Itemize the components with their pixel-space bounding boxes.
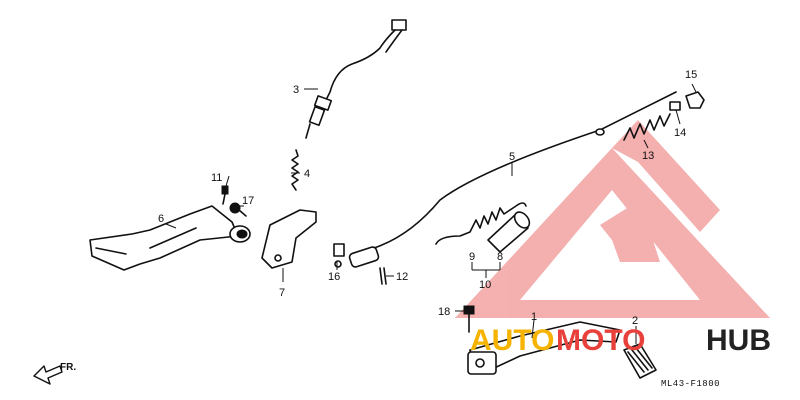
drawing-code: ML43-F1800 — [661, 379, 720, 389]
callout-10: 10 — [479, 279, 491, 291]
callouts: 1 2 3 4 5 6 7 8 9 10 11 12 13 14 15 16 1… — [158, 69, 697, 327]
callout-5: 5 — [509, 151, 515, 163]
callout-17: 17 — [242, 195, 254, 207]
part-18-bolt — [463, 305, 475, 333]
callout-16: 16 — [328, 271, 340, 283]
callout-8: 8 — [497, 251, 503, 263]
part-1-gearshift-lever — [467, 321, 621, 375]
part-16-joint — [333, 243, 380, 268]
watermark-text: AUTO MOTO HUB — [470, 324, 771, 357]
part-12-cotter-pin — [379, 267, 387, 285]
front-direction-label: FR. — [60, 362, 76, 373]
callout-7: 7 — [279, 287, 285, 299]
part-8-sleeve — [487, 211, 531, 253]
part-11-bolt — [221, 185, 229, 205]
callout-6: 6 — [158, 213, 164, 225]
part-4-spring — [291, 149, 299, 191]
callout-11: 11 — [211, 172, 222, 184]
callout-13: 13 — [642, 150, 654, 162]
part-7-bracket — [261, 209, 317, 269]
callout-12: 12 — [396, 271, 408, 283]
callout-15: 15 — [685, 69, 697, 81]
watermark-moto: MOTO — [556, 324, 645, 357]
watermark-hub: HUB — [706, 324, 771, 357]
part-5-rod — [373, 91, 677, 249]
leader-lines — [165, 83, 697, 344]
part-14-nut — [669, 101, 681, 111]
part-15-cap — [685, 91, 705, 109]
watermark-auto: AUTO — [470, 324, 554, 357]
callout-14: 14 — [674, 127, 686, 139]
part-13-spring — [623, 113, 671, 141]
part-3-switch — [305, 19, 407, 139]
callout-18: 18 — [438, 306, 450, 318]
part-2-peg-rubber — [623, 343, 657, 379]
part-6-brake-pedal — [89, 205, 251, 271]
callout-9: 9 — [469, 251, 475, 263]
callout-1: 1 — [531, 311, 537, 323]
part-9-spring — [435, 202, 527, 245]
callout-4: 4 — [304, 168, 310, 180]
front-direction-arrow: FR. — [33, 362, 76, 385]
callout-3: 3 — [293, 84, 299, 96]
watermark-logo — [455, 120, 770, 318]
callout-2: 2 — [632, 315, 638, 327]
